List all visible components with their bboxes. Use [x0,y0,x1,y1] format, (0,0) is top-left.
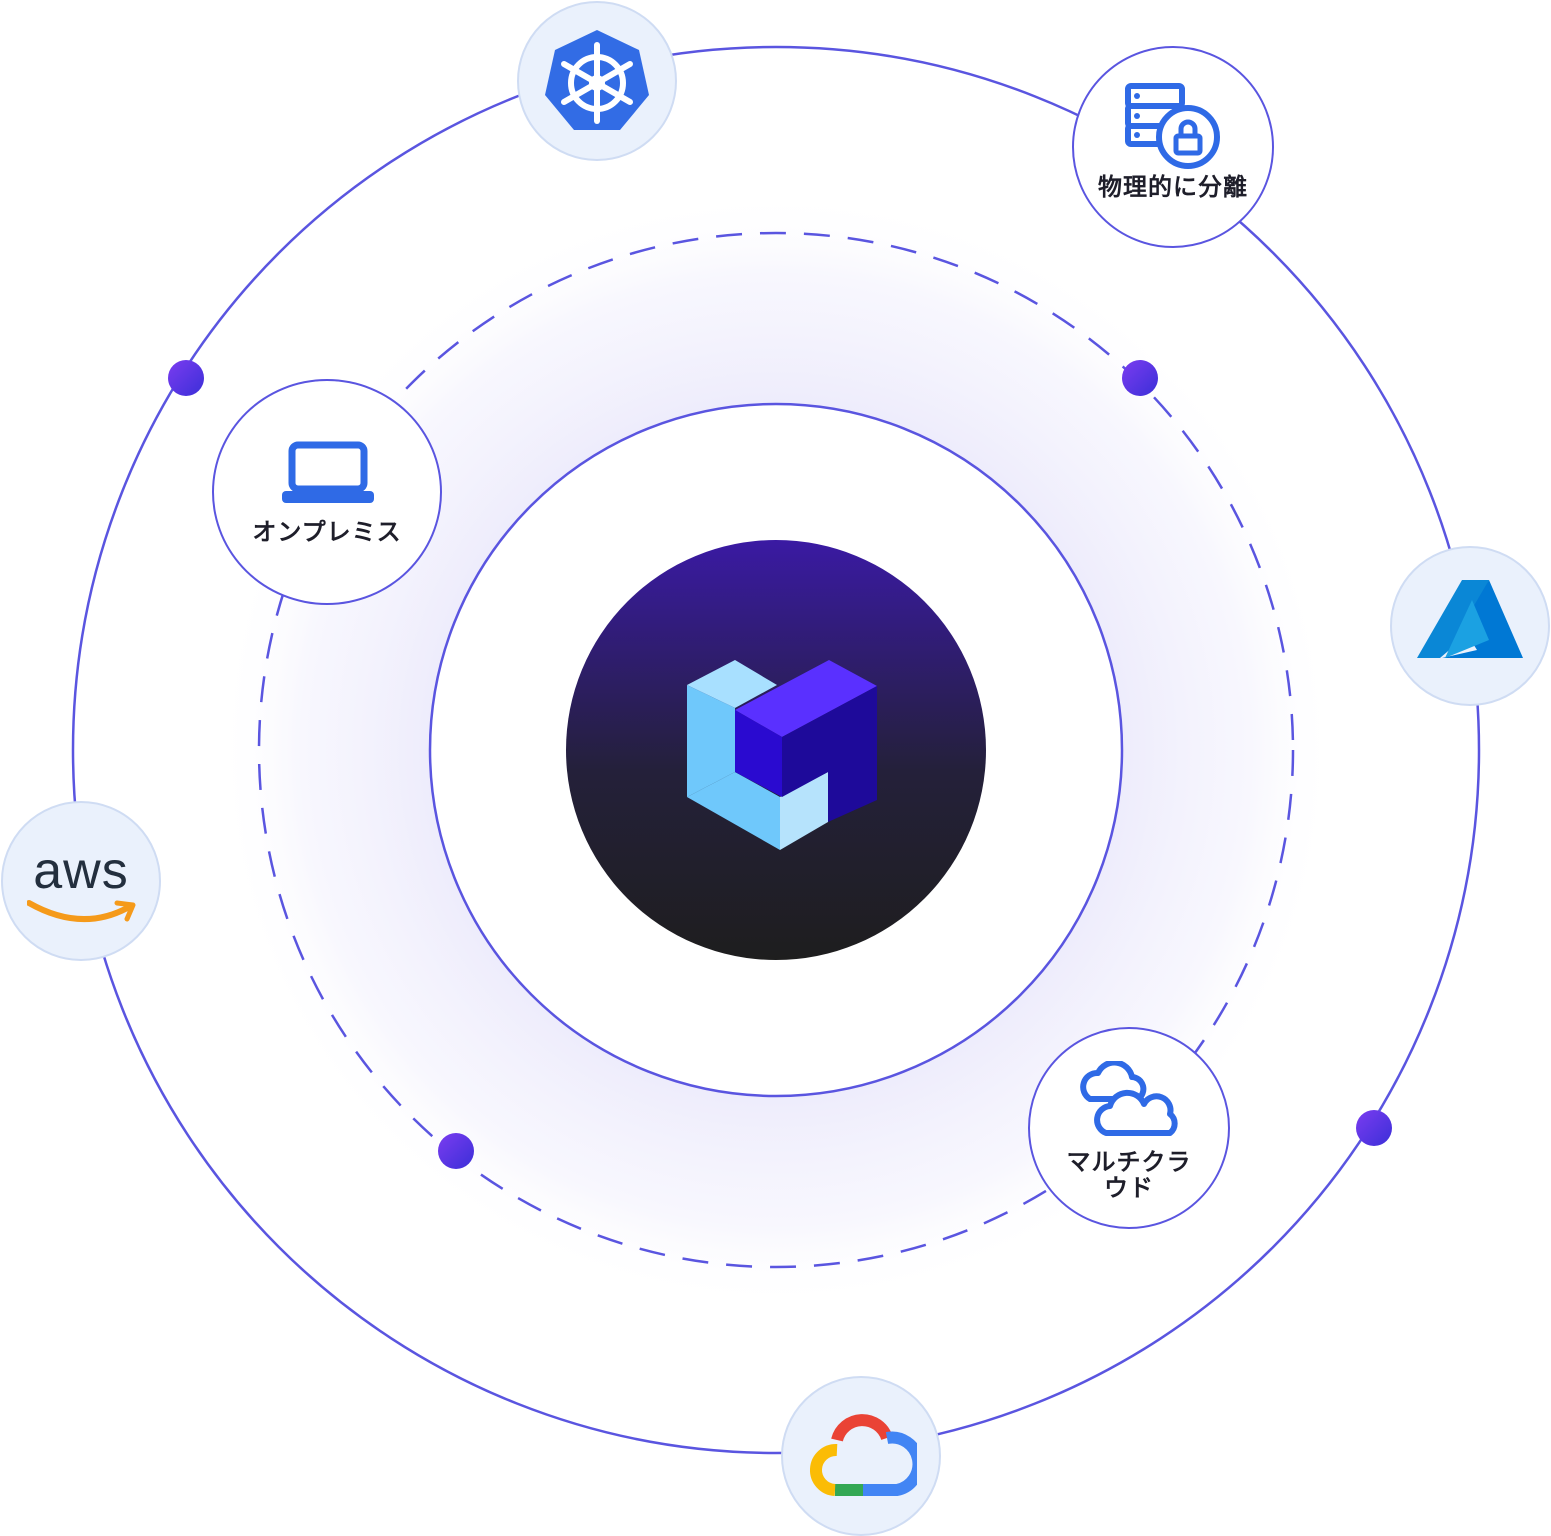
google-cloud-node [781,1376,941,1536]
orbit-dot [168,360,204,396]
multi-cloud-label: マルチクラ [1066,1148,1192,1176]
azure-node [1390,546,1550,706]
azure-icon [1417,580,1523,658]
on-premises-node: オンプレミス [212,379,442,605]
server-lock-icon [1125,83,1220,169]
amazon-smile-icon [27,900,136,923]
orbit-dot [438,1133,474,1169]
kubernetes-icon [545,30,649,130]
clouds-icon [1080,1061,1178,1136]
on-premises-label: オンプレミス [252,518,402,546]
orbit-dot [1122,360,1158,396]
outer-orbit [71,45,1481,1455]
laptop-icon [282,441,374,503]
physical-isolation-label: 物理的に分離 [1098,173,1248,201]
physical-isolation-node: 物理的に分離 [1072,46,1274,248]
aws-node: aws [1,801,161,961]
cube-logo-icon [687,660,877,850]
multi-cloud-node: マルチクラ ウド [1028,1027,1230,1229]
aws-wordmark: aws [33,842,129,900]
multi-cloud-label-line2: ウド [1104,1174,1154,1202]
kubernetes-node [517,1,677,161]
orbit-dot [1356,1110,1392,1146]
dashed-orbit [257,231,1295,1269]
google-cloud-icon [810,1414,917,1496]
